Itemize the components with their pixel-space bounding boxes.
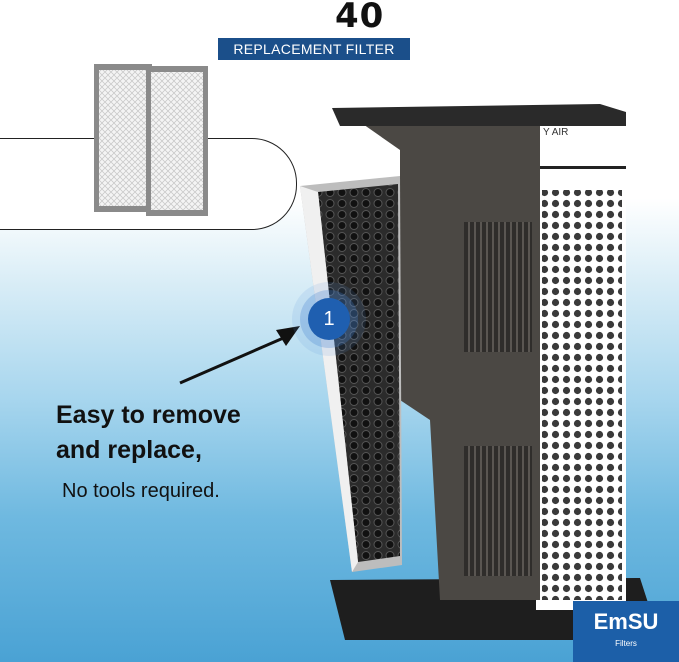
callout-title: Easy to remove and replace,: [56, 398, 241, 467]
filter-count: 40: [335, 0, 385, 36]
arrow-icon: [179, 326, 300, 385]
callout-title-line2: and replace,: [56, 435, 202, 464]
replacement-filter-1: [94, 64, 152, 212]
logo-main-text: EmSU: [593, 609, 659, 634]
purifier-lid: [332, 104, 626, 126]
callout-title-line1: Easy to remove: [56, 401, 241, 429]
replacement-filter-2: [146, 66, 208, 216]
brand-logo: EmSU Filters: [573, 601, 679, 662]
step-badge: 1: [308, 298, 350, 340]
replacement-filter-label: REPLACEMENT FILTER: [218, 38, 410, 60]
purifier-grille: [542, 190, 622, 600]
brand-text: Y AIR: [543, 127, 569, 138]
fan-vent-lower: [464, 446, 532, 576]
callout-subtitle: No tools required.: [62, 480, 220, 502]
logo-sub-text: Filters: [615, 639, 637, 648]
fan-vent-upper: [464, 222, 532, 352]
removed-filter: [300, 176, 402, 572]
